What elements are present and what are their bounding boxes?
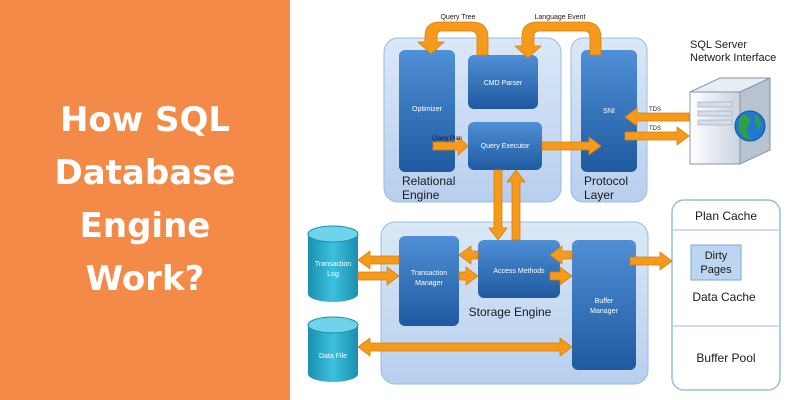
data-cache-label: Data Cache <box>692 290 756 304</box>
txn-manager-to-log-arrow <box>357 250 400 270</box>
query-tree-label: Query Tree <box>440 14 475 21</box>
tds-in-arrow <box>624 107 690 127</box>
data-file-cylinder: Data File <box>307 316 359 382</box>
optimizer-module: Optimizer <box>399 50 455 172</box>
headline-line-4: Work? <box>85 259 205 299</box>
transaction-log-label-1: Transaction <box>315 261 351 268</box>
query-plan-label: Query Plan <box>432 136 462 142</box>
language-event-label: Language Event <box>535 14 586 21</box>
plan-cache-label: Plan Cache <box>695 209 757 223</box>
tds-in-label: TDS <box>649 107 661 113</box>
buffer-manager-to-access-arrow <box>549 245 573 265</box>
headline-line-2: Database <box>54 153 236 193</box>
language-event-arrow <box>513 21 602 59</box>
cmd-parser-module: CMD Parser <box>468 55 538 109</box>
executor-to-access-arrow <box>488 169 508 241</box>
storage-engine-label: Storage Engine <box>469 305 552 319</box>
query-executor-label: Query Executor <box>481 143 530 150</box>
relational-engine-label-2: Engine <box>402 188 440 202</box>
headline-line-1: How SQL <box>59 100 231 140</box>
sql-server-network-interface-server: SQL Server Network Interface <box>689 39 776 165</box>
sql-server-ni-label-2: Network Interface <box>690 52 776 64</box>
protocol-layer-label-2: Layer <box>584 188 614 202</box>
optimizer-label: Optimizer <box>412 106 443 113</box>
data-file-buffer-arrow <box>357 337 573 357</box>
dirty-pages-label-2: Pages <box>700 264 732 276</box>
access-methods-label: Access Methods <box>493 268 545 275</box>
access-to-txn-manager-arrow <box>458 245 479 265</box>
cmd-parser-label: CMD Parser <box>484 80 523 87</box>
headline-title: How SQL Database Engine Work? <box>0 94 290 306</box>
buffer-manager-label-1: Buffer <box>595 298 614 305</box>
globe-icon <box>734 110 766 142</box>
access-to-buffer-manager-arrow <box>549 266 573 286</box>
buffer-pool-panel: Plan Cache Dirty Pages Data Cache Buffer… <box>671 199 781 391</box>
tds-out-label: TDS <box>649 126 661 132</box>
sni-label: SNI <box>603 108 615 115</box>
transaction-log-cylinder: Transaction Log <box>307 225 359 302</box>
relational-engine-label-1: Relational <box>402 174 455 188</box>
buffer-manager-label-2: Manager <box>590 308 618 315</box>
dirty-pages-box <box>690 244 742 281</box>
transaction-manager-module: Transaction Manager <box>399 236 459 326</box>
executor-to-sni-arrow <box>541 136 602 156</box>
access-to-executor-arrow <box>506 169 526 241</box>
buffer-manager-module: Buffer Manager <box>572 240 636 370</box>
buffer-manager-to-pool-arrow <box>629 251 673 271</box>
query-tree-arrow <box>416 21 489 56</box>
buffer-pool-label: Buffer Pool <box>696 351 755 365</box>
data-file-label: Data File <box>319 353 347 360</box>
access-methods-module: Access Methods <box>478 240 560 298</box>
left-title-panel: How SQL Database Engine Work? <box>0 0 290 400</box>
headline-line-3: Engine <box>79 206 211 246</box>
arrows <box>357 21 690 357</box>
query-plan-arrow <box>432 136 469 156</box>
log-to-txn-manager-arrow <box>357 266 400 286</box>
txn-manager-to-access-arrow <box>458 266 479 286</box>
protocol-layer-label-1: Protocol <box>584 174 628 188</box>
sql-server-ni-label-1: SQL Server <box>690 39 747 51</box>
transaction-log-label-2: Log <box>327 271 339 278</box>
transaction-manager-label-2: Manager <box>415 280 443 287</box>
tds-out-arrow <box>624 126 690 146</box>
query-executor-module: Query Executor <box>468 122 542 170</box>
transaction-manager-label-1: Transaction <box>411 270 447 277</box>
dirty-pages-label-1: Dirty <box>705 250 728 262</box>
